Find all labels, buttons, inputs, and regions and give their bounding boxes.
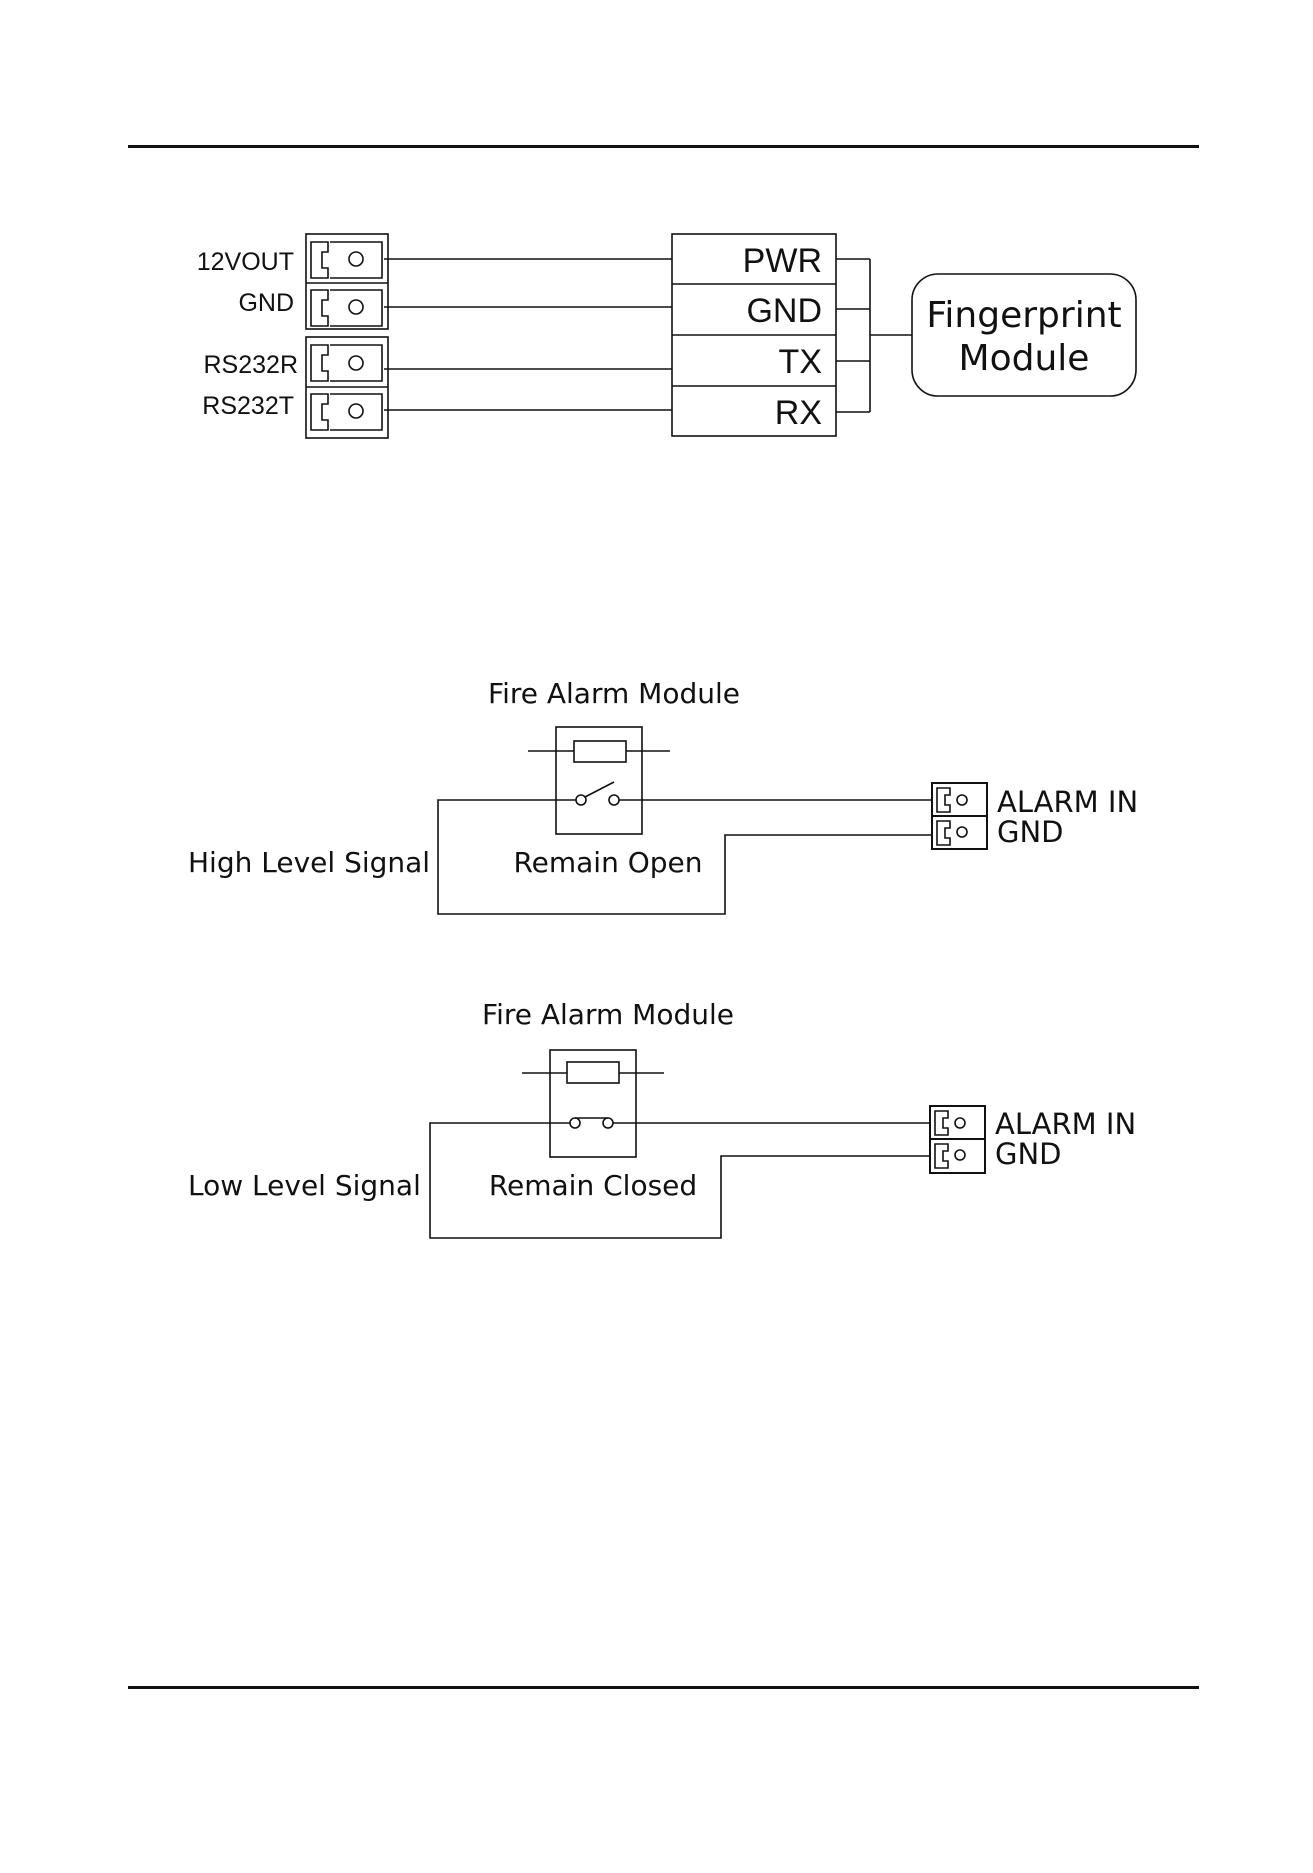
- signal-label: High Level Signal: [188, 846, 430, 879]
- state-label: Remain Closed: [489, 1169, 697, 1202]
- fingerprint-wiring-diagram: 12VOUT GND RS232R RS232T: [197, 234, 1136, 438]
- terminal-label-rs232t: RS232T: [202, 392, 294, 420]
- fire-alarm-open-diagram: Fire Alarm Module: [188, 677, 1138, 914]
- module-pin-table: PWR GND TX RX: [672, 234, 836, 436]
- fingerprint-module-label-line2: Module: [959, 338, 1090, 379]
- terminal-label-12vout: 12VOUT: [197, 248, 294, 276]
- terminal-block-rs232: [306, 337, 388, 438]
- gnd-label: GND: [997, 815, 1064, 849]
- terminal-label-rs232r: RS232R: [204, 351, 299, 379]
- fuse-icon: [567, 1062, 619, 1083]
- pin-bracket: [836, 259, 912, 412]
- fire-alarm-module-title: Fire Alarm Module: [482, 998, 734, 1031]
- fingerprint-module-label-line1: Fingerprint: [926, 295, 1121, 336]
- fire-alarm-closed-diagram: Fire Alarm Module: [188, 998, 1136, 1238]
- fire-alarm-module-box: [550, 1050, 636, 1157]
- pin-label-gnd: GND: [746, 292, 822, 330]
- alarm-in-label: ALARM IN: [997, 785, 1138, 819]
- signal-label: Low Level Signal: [188, 1169, 421, 1202]
- pin-label-pwr: PWR: [743, 242, 822, 280]
- fire-alarm-module-title: Fire Alarm Module: [488, 677, 740, 710]
- terminal-label-gnd: GND: [238, 289, 294, 317]
- alarm-in-label: ALARM IN: [995, 1107, 1136, 1141]
- pin-label-tx: TX: [779, 343, 822, 381]
- state-label: Remain Open: [513, 846, 702, 879]
- alarm-terminal-block: [930, 1106, 985, 1173]
- pin-label-rx: RX: [775, 394, 822, 432]
- alarm-terminal-block: [932, 783, 987, 849]
- fire-alarm-module-box: [556, 727, 642, 834]
- terminal-block-power: [306, 234, 388, 329]
- open-switch-icon: [576, 782, 619, 805]
- gnd-label: GND: [995, 1137, 1062, 1171]
- closed-switch-icon: [570, 1118, 613, 1128]
- fuse-icon: [574, 741, 626, 762]
